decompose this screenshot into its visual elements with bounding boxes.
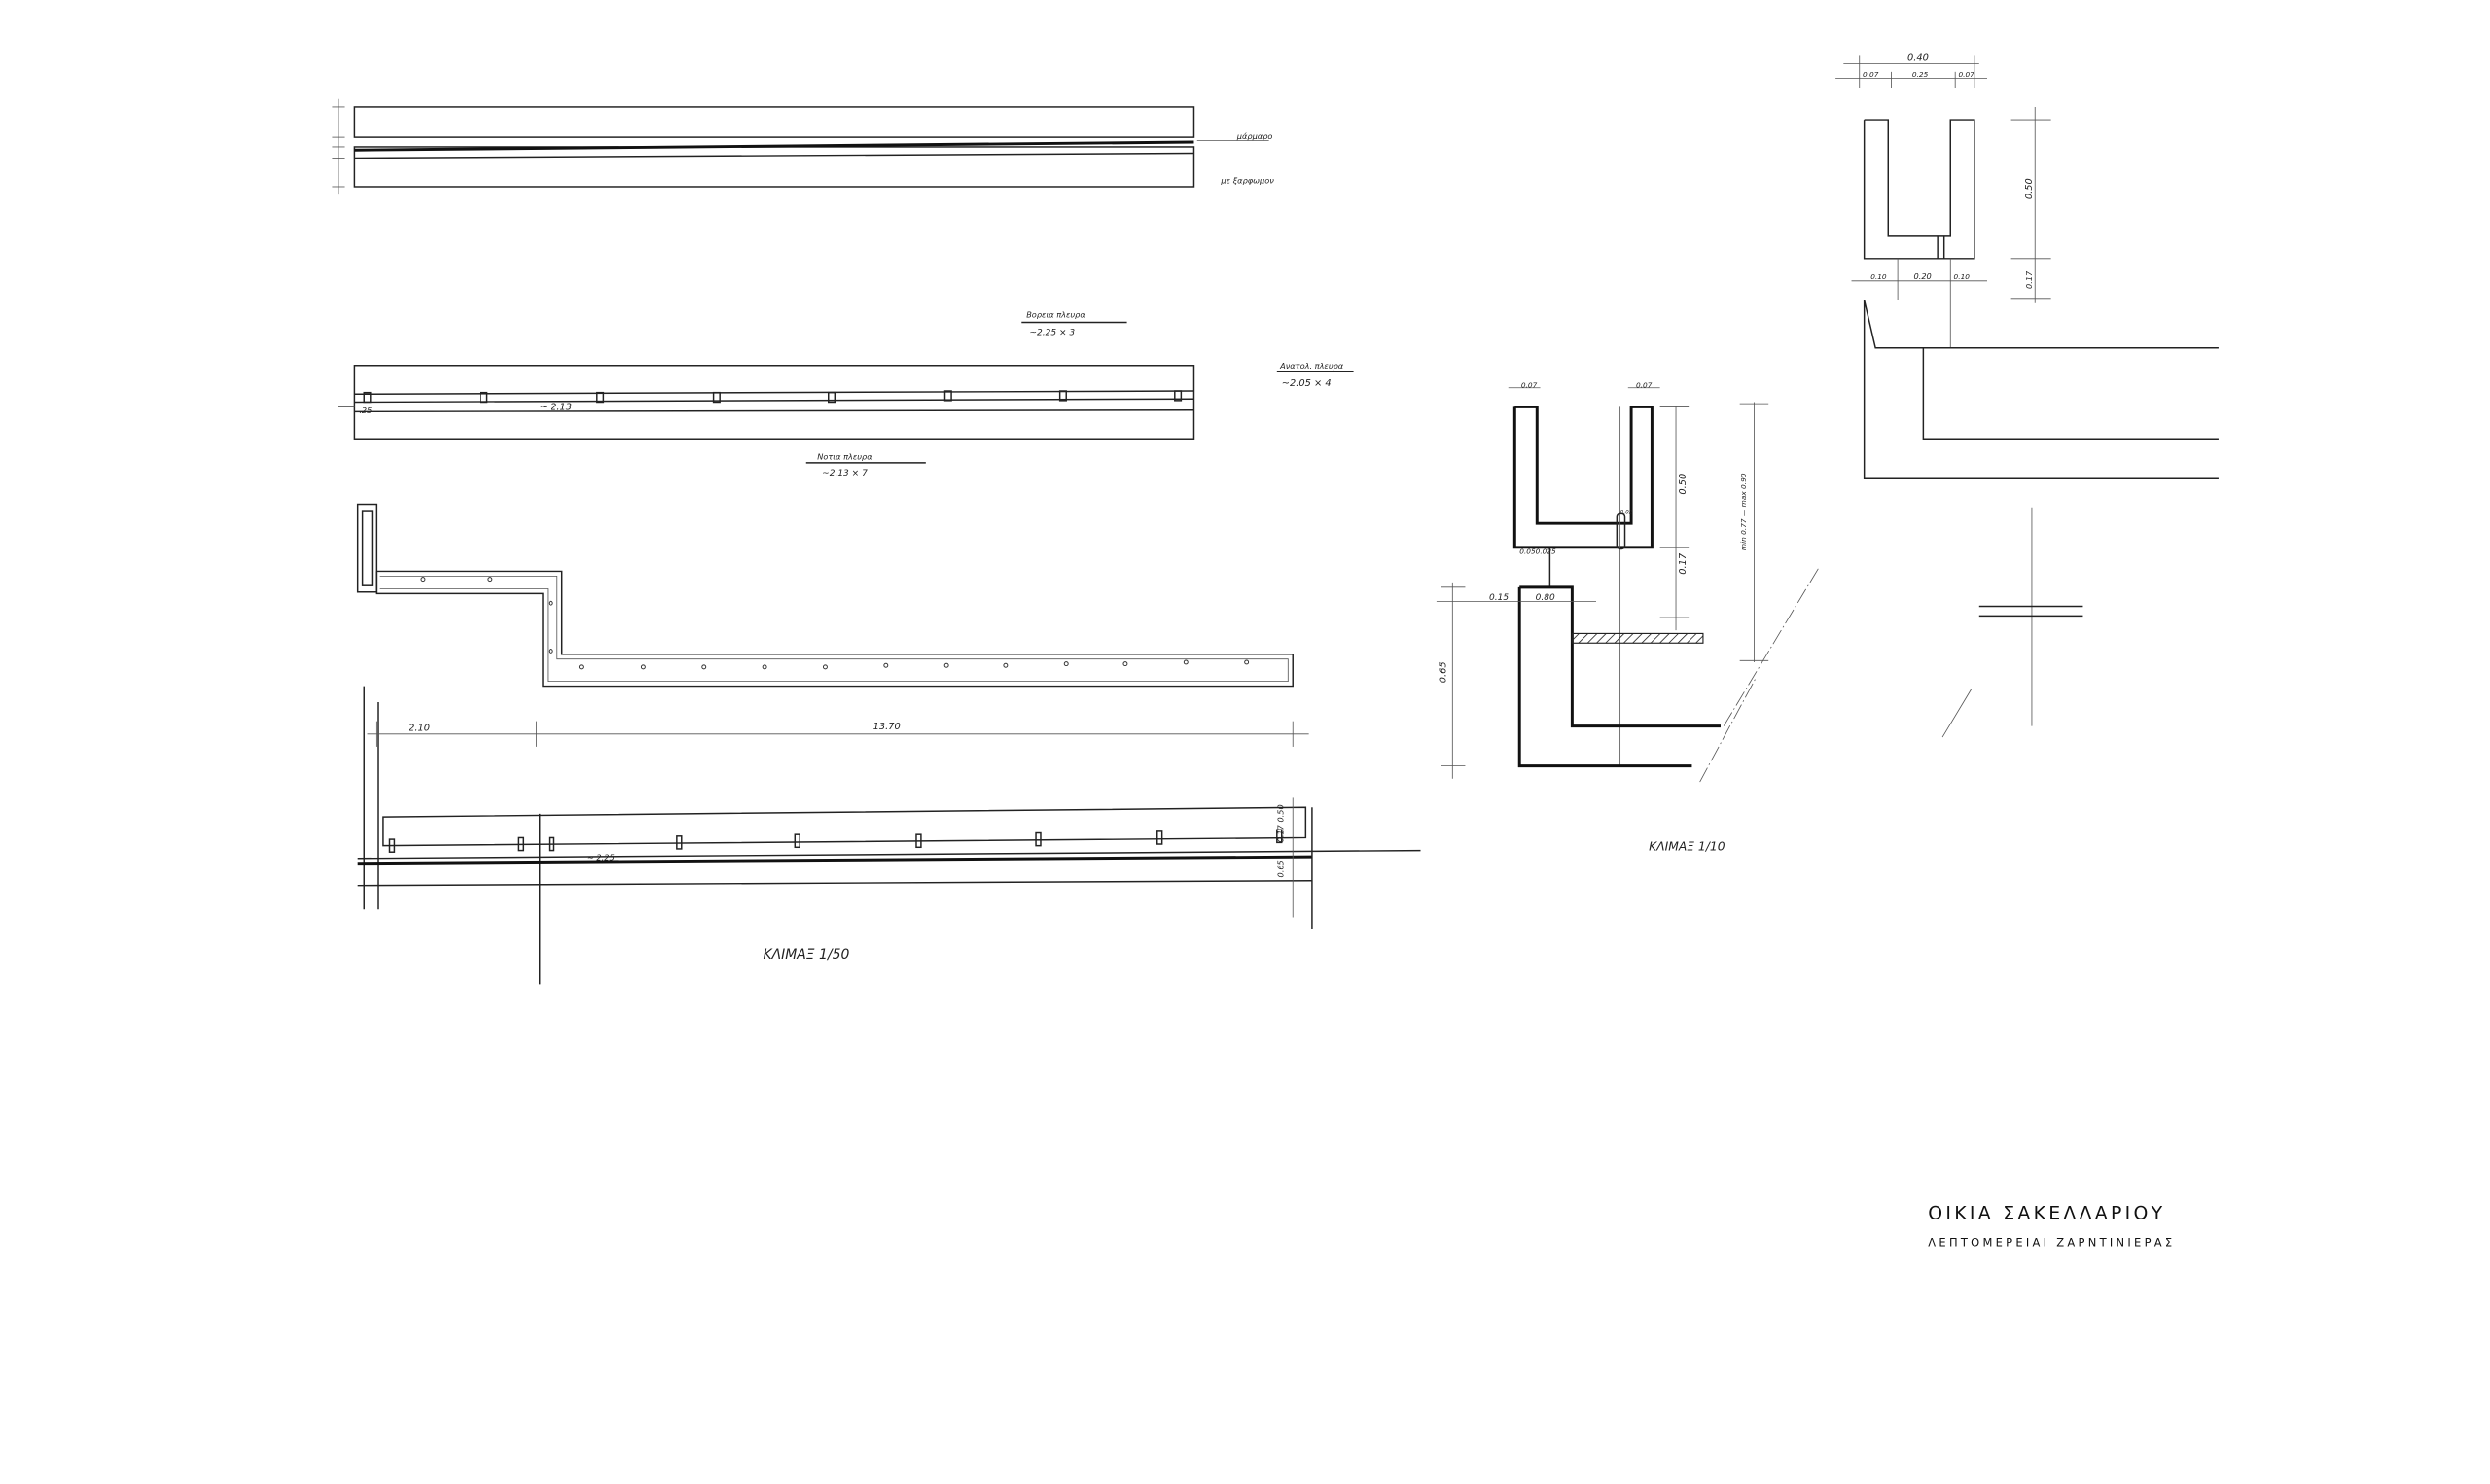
dim-total: 0.65 — [1439, 661, 1449, 683]
drawing-subtitle: ΛΕΠΤΟΜΕΡΕΙΑΙ ΖΑΡΝΤΙΝΙΕΡΑΣ — [1928, 1236, 2175, 1250]
north-side-label: Βορεια πλευρα — [1026, 310, 1085, 320]
dim-width: 0.80 — [1536, 593, 1555, 603]
dim-height: 0.50 — [2024, 178, 2035, 199]
dim-drain: 0.02 — [1620, 510, 1633, 515]
dim-wall-right: 0.07 — [1958, 70, 1974, 79]
south-side-label: Νοτια πλευρα — [817, 452, 872, 462]
label-note: με ξαρφωμον — [1220, 176, 1274, 186]
post-spacing: ~ 2.25 — [587, 852, 615, 862]
drawing-title: ΟΙΚΙΑ ΣΑΚΕΛΛΑΡΙΟΥ — [1928, 1203, 2165, 1224]
north-side-count: ~2.25 × 3 — [1029, 329, 1075, 338]
scale-label-1-10: ΚΛΙΜΑΞ 1/10 — [1649, 840, 1725, 854]
drain-holes — [420, 577, 1250, 670]
east-side-label: Ανατολ. πλευρα — [1279, 361, 1344, 371]
dim-small-b: 0.025 — [1536, 547, 1556, 555]
dim-base-mid: 0.20 — [1914, 271, 1932, 281]
dim-small-a: 0.05 — [1519, 547, 1536, 555]
dim-wall-left: 0.07 — [1521, 381, 1538, 390]
right-detail: 0.40 0.07 0.25 0.07 0.50 0.17 0.10 0.20 … — [1835, 53, 2219, 738]
dim-base-right: 0.10 — [1954, 272, 1971, 281]
dim-gap: 0.17 — [1678, 552, 1689, 575]
dim-gap: 0.17 — [2024, 270, 2034, 289]
dim-base-left: 0.10 — [1870, 272, 1887, 281]
south-side-count: ~2.13 × 7 — [822, 469, 868, 478]
section-detail: 0.07 0.07 0.50 0.17 0.05 0.025 0.02 0.15… — [1436, 381, 1821, 854]
dim-height: 0.50 — [1678, 474, 1689, 495]
dim-right-bottom: 0.65 — [1275, 860, 1285, 877]
title-block: ΟΙΚΙΑ ΣΑΚΕΛΛΑΡΙΟΥ ΛΕΠΤΟΜΕΡΕΙΑΙ ΖΑΡΝΤΙΝΙΕ… — [1928, 1203, 2175, 1250]
post-spacing: ~ 2.13 — [540, 403, 572, 413]
dim-main: 13.70 — [873, 722, 901, 732]
dim-inner: 0.25 — [1912, 70, 1929, 79]
dim-total-width: 0.40 — [1907, 53, 1929, 63]
east-side-count: ~2.05 × 4 — [1282, 378, 1332, 389]
dim-wall-left: 0.07 — [1863, 70, 1879, 79]
top-plan-strip: μάρμαρο με ξαρφωμον — [332, 98, 1274, 195]
posts — [363, 390, 1183, 404]
dim-range: min 0.77 — max 0.90 — [1739, 473, 1748, 550]
dim-left: 2.10 — [409, 724, 430, 734]
dim-offset: 0.15 — [1489, 593, 1509, 603]
scale-label-1-50: ΚΛΙΜΑΞ 1/50 — [763, 947, 849, 963]
posts — [388, 829, 1283, 853]
dim-right-top: 0.17 0.50 — [1275, 804, 1285, 842]
long-section: 2.10 13.70 ~ 2.25 0.17 0.50 0.65 ΚΛΙΜΑΞ … — [357, 686, 1421, 985]
label-marble: μάρμαρο — [1236, 131, 1273, 141]
end-dim: .25 — [359, 406, 372, 415]
dim-wall-right: 0.07 — [1636, 381, 1653, 390]
planter-plan — [356, 503, 1294, 688]
elevation-strip: .25 ~ 2.13 Βορεια πλευρα ~2.25 × 3 Ανατο… — [338, 310, 1354, 478]
